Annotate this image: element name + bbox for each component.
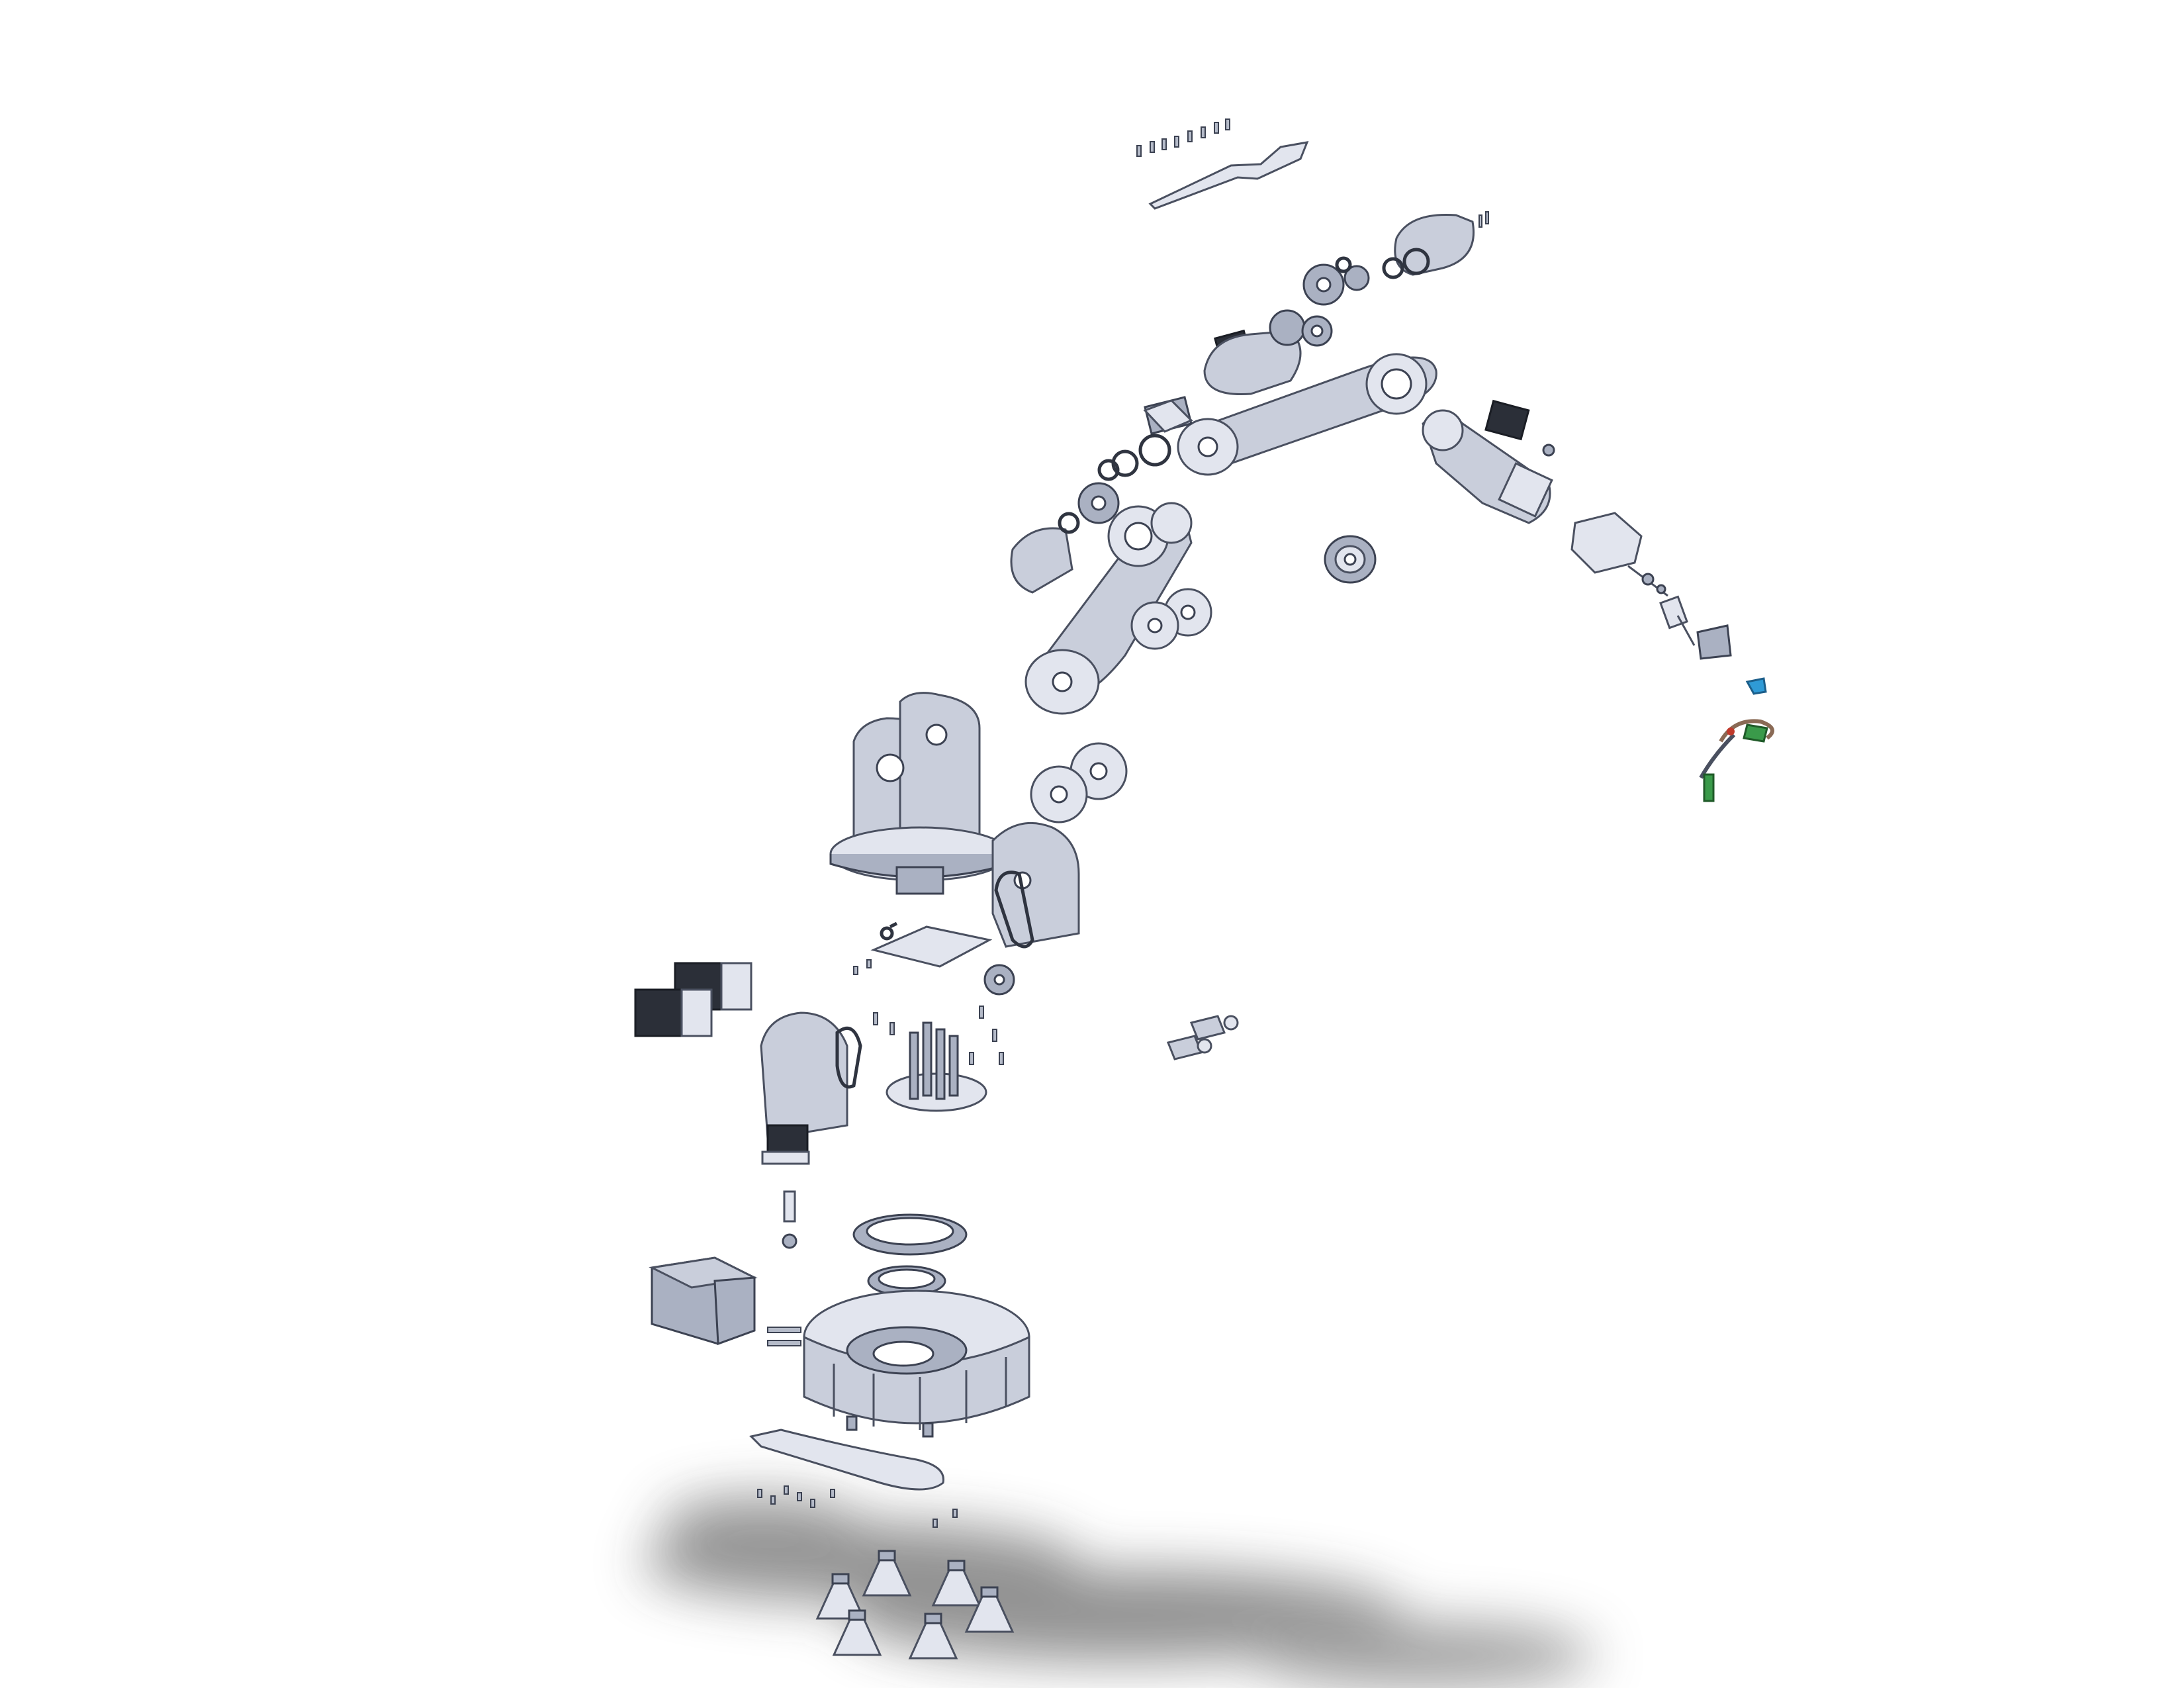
forearm-link <box>1144 353 1437 476</box>
base-stepper-motors <box>634 962 752 1037</box>
end-effector-motor <box>1570 512 1668 597</box>
elbow-motor-assembly <box>1203 309 1333 396</box>
base-top-plate <box>870 925 993 968</box>
spur-gear-stack <box>1324 535 1377 584</box>
floor-shadow <box>642 1496 1595 1688</box>
bottom-screw-set <box>757 1485 958 1528</box>
gripper-assembly <box>1699 719 1774 802</box>
shoulder-gear-disc <box>1058 482 1120 534</box>
wrist-gear-set <box>1302 256 1370 306</box>
link-bracket-plate <box>1143 399 1193 433</box>
top-cover-plate <box>1136 118 1309 210</box>
slewing-bearing-large <box>852 1213 968 1256</box>
wrist-link <box>1422 399 1555 524</box>
wrist-housing-cover <box>1382 211 1489 279</box>
side-cover-left <box>760 1011 862 1165</box>
base-housing <box>767 1289 1030 1438</box>
shoulder-pulleys <box>1030 742 1128 823</box>
blue-clip-part <box>1745 677 1767 695</box>
electronics-box <box>649 1256 758 1346</box>
base-shaft-cluster <box>873 1006 1004 1112</box>
side-cover-right <box>991 821 1080 949</box>
base-bearing-pair <box>1166 1015 1239 1060</box>
sprocket-gear <box>983 964 1015 996</box>
leveling-feet <box>815 1550 1015 1660</box>
end-effector-coupler <box>1659 595 1732 660</box>
screw-set-middle <box>853 921 898 975</box>
upper-arm-link <box>1010 502 1193 715</box>
shoulder-pulley-pair <box>1130 588 1212 650</box>
shoulder-yoke <box>829 692 1011 895</box>
elbow-bearings <box>1097 434 1171 481</box>
shaft-pin <box>782 1190 797 1249</box>
base-bottom-plate <box>749 1429 944 1491</box>
